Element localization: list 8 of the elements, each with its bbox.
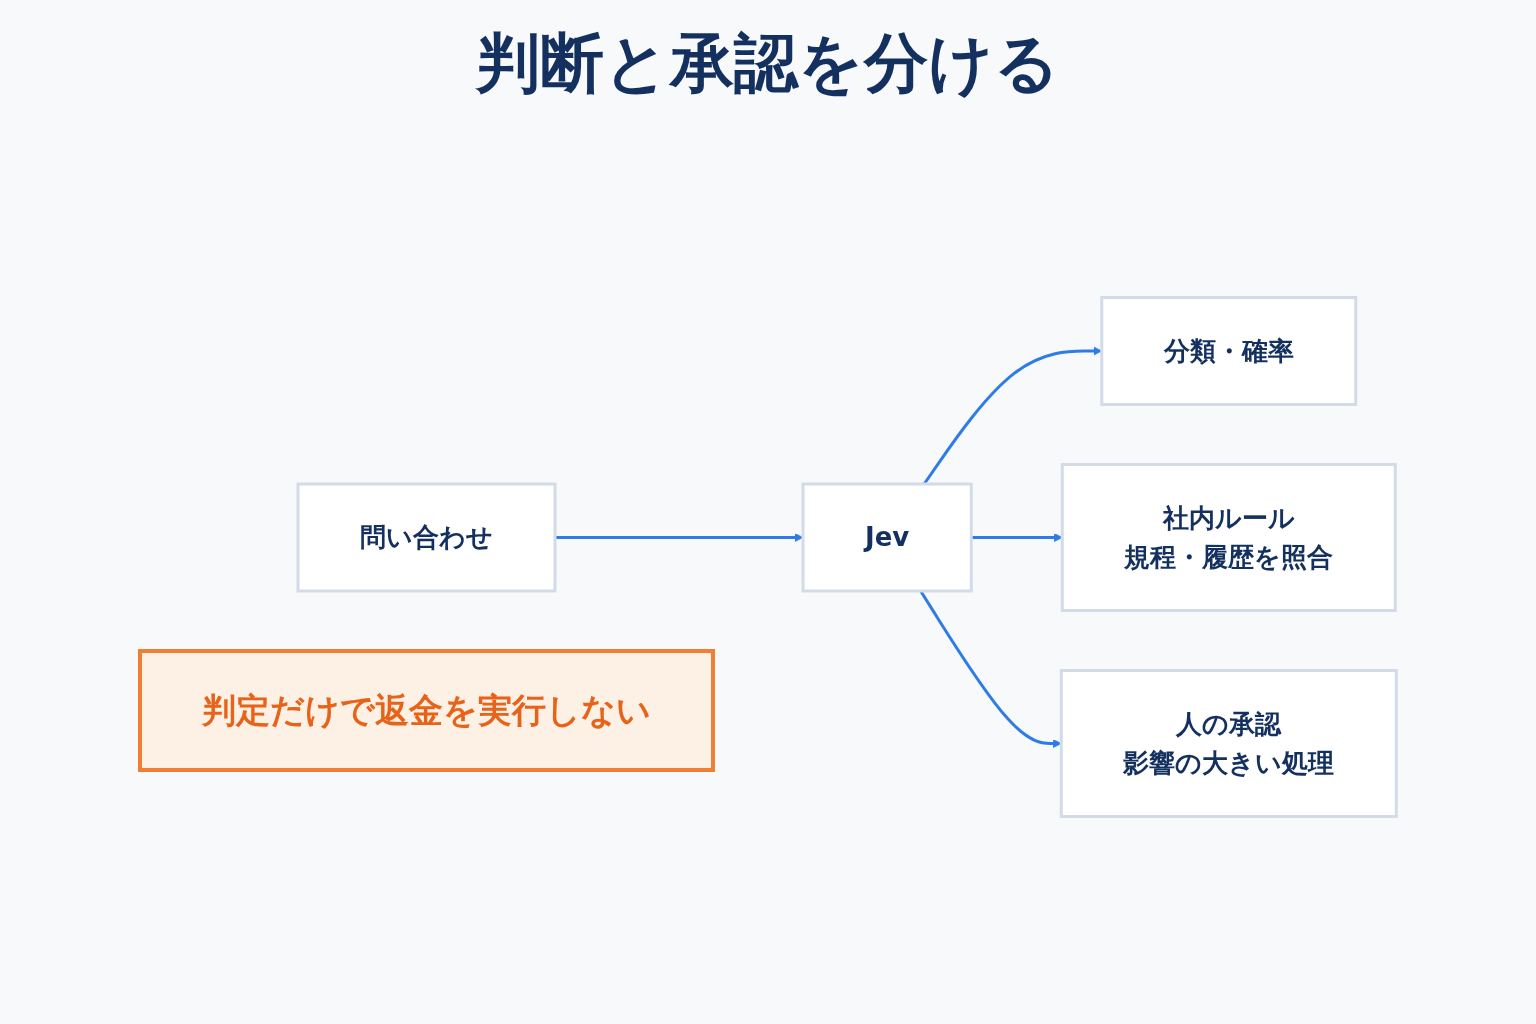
node-box: 問い合わせ [296, 482, 557, 593]
arrow [971, 533, 1063, 542]
title: 判断と承認を分ける [474, 25, 1061, 102]
node-box: 判定だけで返金を実行しない [137, 649, 715, 772]
node-box: Jev [801, 482, 973, 593]
node-box: 人の承認 影響の大きい処理 [1059, 669, 1398, 818]
node-box: 分類・確率 [1100, 296, 1358, 406]
node-box: 社内ルール 規程・履歴を照合 [1060, 463, 1397, 612]
